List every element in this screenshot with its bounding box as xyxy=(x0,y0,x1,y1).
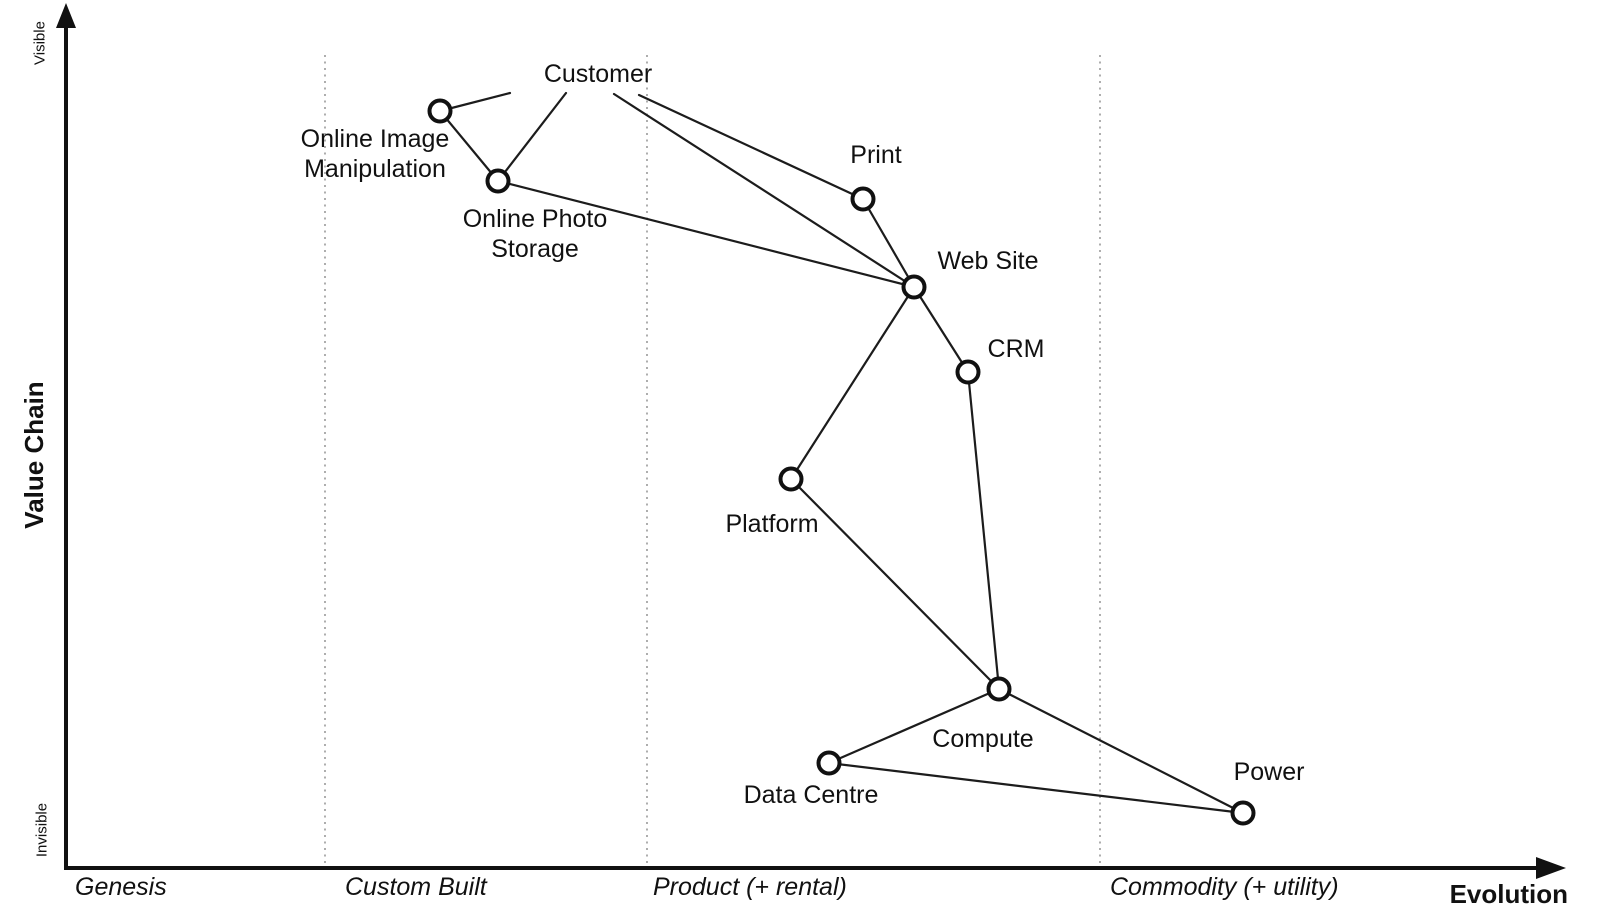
stage-label-custom-built: Custom Built xyxy=(345,873,488,901)
edge-customer-online-photo-storage xyxy=(496,91,568,183)
node-label-web-site: Web Site xyxy=(938,247,1039,275)
node-web-site xyxy=(901,274,927,300)
node-crm xyxy=(955,359,981,385)
stage-label-genesis: Genesis xyxy=(75,873,167,901)
edge-web-site-platform xyxy=(789,285,916,481)
node-label-online-image-manipulation-line1: Online Image xyxy=(301,125,450,153)
node-print xyxy=(850,186,876,212)
y-axis-title: Value Chain xyxy=(19,381,49,528)
edges xyxy=(438,91,1245,815)
x-axis-title: Evolution xyxy=(1450,879,1568,909)
y-axis-top-label: Visible xyxy=(32,21,49,65)
node-data-centre xyxy=(816,750,842,776)
y-axis-bottom-label: Invisible xyxy=(34,803,51,857)
edge-customer-web-site xyxy=(612,92,916,289)
edge-online-photo-storage-web-site xyxy=(496,179,916,289)
node-label-customer: Customer xyxy=(544,60,652,88)
stage-label-product: Product (+ rental) xyxy=(653,873,847,901)
node-online-photo-storage xyxy=(485,168,511,194)
node-label-data-centre: Data Centre xyxy=(744,781,879,809)
nodes xyxy=(427,98,1256,826)
node-label-online-photo-storage-line2: Storage xyxy=(491,235,579,263)
node-label-online-image-manipulation-line2: Manipulation xyxy=(304,155,446,183)
edge-compute-data-centre xyxy=(827,687,1001,765)
stage-label-commodity: Commodity (+ utility) xyxy=(1110,873,1339,901)
edge-compute-power xyxy=(997,687,1245,815)
node-label-compute: Compute xyxy=(932,725,1033,753)
node-power xyxy=(1230,800,1256,826)
node-label-platform: Platform xyxy=(725,510,818,538)
edge-data-centre-power xyxy=(827,761,1245,815)
y-axis-arrow-icon xyxy=(56,3,76,28)
edge-web-site-crm xyxy=(912,285,970,374)
edge-print-web-site xyxy=(861,197,916,289)
node-online-image-manipulation xyxy=(427,98,453,124)
node-platform xyxy=(778,466,804,492)
x-axis-arrow-icon xyxy=(1536,857,1566,879)
edge-online-image-manipulation-online-photo-storage xyxy=(438,109,500,183)
node-compute xyxy=(986,676,1012,702)
node-label-print: Print xyxy=(850,141,901,169)
node-label-online-photo-storage-line1: Online Photo xyxy=(463,205,608,233)
edge-customer-print xyxy=(637,93,865,201)
edge-platform-compute xyxy=(789,477,1001,691)
node-label-crm: CRM xyxy=(988,335,1045,363)
edge-crm-compute xyxy=(966,370,1001,691)
node-label-power: Power xyxy=(1234,758,1305,786)
